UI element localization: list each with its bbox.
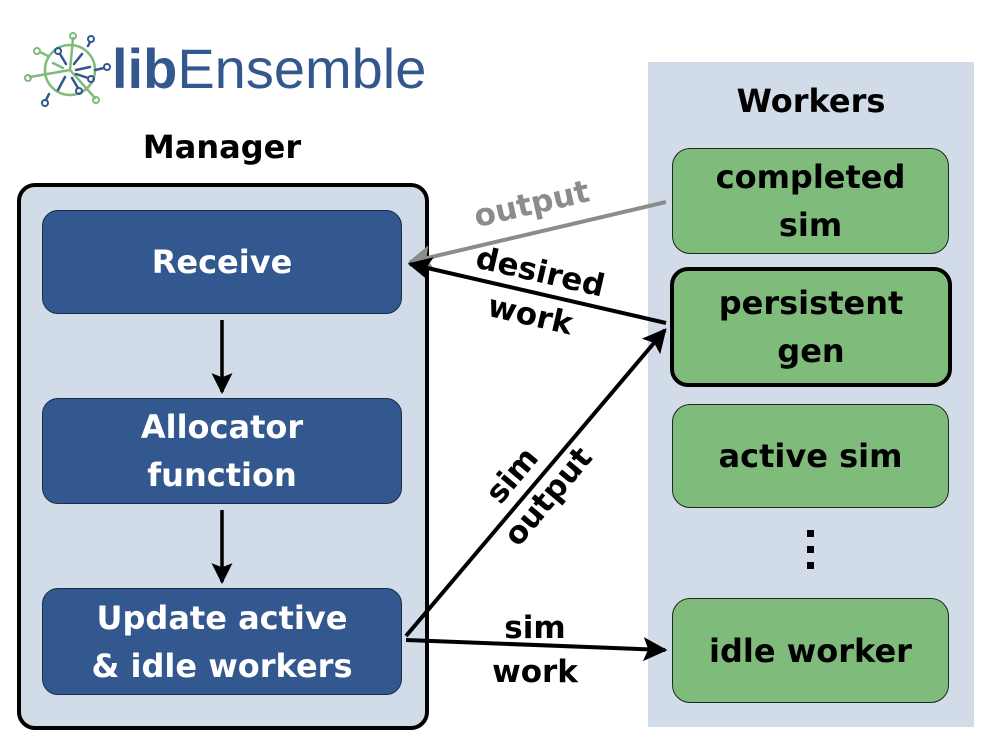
libensemble-logo-icon — [24, 32, 111, 107]
allocator-label-line2: function — [147, 456, 297, 494]
receive-step-label: Receive — [151, 243, 293, 281]
allocator-label-line1: Allocator — [140, 408, 304, 446]
update-label-line2: & idle workers — [91, 646, 353, 685]
receive-step: Receive — [42, 210, 402, 314]
completed-label-line2: sim — [778, 206, 843, 244]
label-work: work — [484, 288, 577, 343]
update-label-line1: Update active — [96, 598, 348, 637]
persistent-label-line2: gen — [777, 332, 845, 370]
workers-title: Workers — [736, 82, 886, 120]
worker-active-sim: active sim — [672, 404, 949, 508]
arrow-sim-work — [405, 637, 668, 662]
active-label: active sim — [718, 437, 903, 475]
label-sim-work-1: sim — [504, 610, 565, 646]
persistent-label-line1: persistent — [718, 284, 904, 322]
logo-text-ensemble: Ensemble — [177, 37, 427, 100]
manager-title: Manager — [142, 128, 302, 166]
update-workers-step: Update active & idle workers — [42, 588, 402, 695]
worker-completed-sim: completed sim — [672, 148, 949, 254]
idle-label: idle worker — [709, 631, 912, 670]
label-output: output — [471, 173, 594, 234]
logo-wordmark: libEnsemble — [112, 36, 426, 102]
completed-label-line1: completed — [715, 158, 906, 196]
worker-idle: idle worker — [672, 598, 949, 703]
ellipsis-vertical-icon — [800, 530, 820, 578]
arrow-output-gray — [407, 200, 667, 269]
label-sim-work-2: work — [492, 654, 579, 690]
arrow-sim-output — [404, 328, 667, 638]
worker-persistent-gen: persistent gen — [670, 267, 952, 387]
allocator-function-step: Allocator function — [42, 398, 402, 504]
arrow-desired-work — [407, 257, 667, 325]
logo-text-lib: lib — [112, 37, 178, 100]
